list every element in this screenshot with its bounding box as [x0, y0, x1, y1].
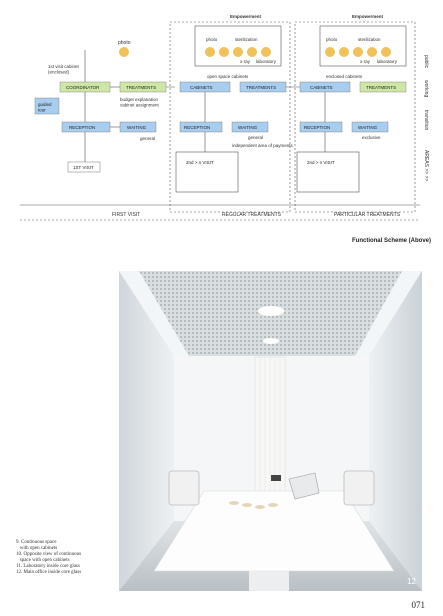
office-photo: 12 [119, 271, 422, 591]
column-first-visit: FIRST VISIT [112, 212, 140, 218]
caption-line: 10. Opposite view of continuous [16, 552, 82, 557]
regular-treatments-label: TREATMENTS [246, 85, 276, 90]
regular-general-label: general [248, 135, 263, 140]
particular-cabinets-label: CABINETS [310, 85, 333, 90]
photo-dot [119, 47, 129, 57]
regular-reception-label: RECEPTION [184, 125, 210, 130]
empowerment-label-2: Empowerment [352, 14, 384, 19]
caption-line: space with open cabinets [16, 558, 70, 563]
regular-sterilization-label: sterilization [235, 37, 258, 42]
waiting-box [119, 121, 157, 133]
column-particular: PARTICULAR TREATMENTS [334, 212, 401, 218]
page-number: 071 [411, 600, 426, 610]
regular-dot-2 [219, 47, 229, 57]
regular-laboratory-label: laboratory [256, 59, 277, 64]
scheme-caption: Functional Scheme (Above) [351, 238, 431, 244]
regular-cabinets-label: CABINETS [190, 85, 213, 90]
particular-reception-box [299, 121, 343, 133]
photo-captions: 9. Continuous space with open cabinets 1… [16, 540, 116, 576]
particular-laboratory-label: laboratory [377, 59, 398, 64]
functional-scheme-diagram: photo 1st visit cabinet(enclosed) COORDI… [20, 14, 429, 221]
side-label-public: public [423, 55, 429, 69]
waiting-label: WAITING [127, 125, 147, 130]
regular-dot-5 [261, 47, 271, 57]
photo-label: photo [118, 40, 131, 46]
photo-number: 12 [407, 577, 416, 586]
regular-photo-label: photo [206, 37, 218, 42]
caption-line: 11. Laboratory inside core glass [16, 564, 80, 569]
particular-dot-5 [381, 47, 391, 57]
enclosed-label: enclosed cabinets [326, 74, 363, 79]
particular-waiting-label: WAITING [358, 125, 378, 130]
caption-line: with open cabinets [16, 546, 58, 551]
guided-tour-box [34, 97, 60, 115]
regular-treatments-box [239, 81, 287, 93]
regular-dot-3 [233, 47, 243, 57]
particular-dot-2 [339, 47, 349, 57]
caption-line: 12. Main office inside core glass [16, 570, 82, 575]
independent-label: independent area of payments [232, 143, 294, 148]
first-visit-box [67, 161, 101, 173]
caption-line: 9. Continuous space [16, 540, 57, 545]
regular-cabinets-box [179, 81, 231, 93]
particular-cabinets-box [299, 81, 351, 93]
particular-treatments-label: TREATMENTS [366, 85, 396, 90]
column-regular: REGULAR TREATMENTS [222, 212, 282, 218]
exclusive-label: exclusive [362, 135, 381, 140]
cabinet-note: 1st visit cabinet(enclosed) [48, 64, 80, 75]
particular-photo-label: photo [326, 37, 338, 42]
particular-visit-label: 2nd > n VISIT [307, 160, 335, 165]
particular-dot-1 [325, 47, 335, 57]
regular-waiting-label: WAITING [238, 125, 258, 130]
coordinator-label: COORDINATOR [66, 85, 100, 90]
particular-dot-4 [367, 47, 377, 57]
office-photo-illustration [119, 271, 422, 591]
general-label: general [140, 136, 155, 141]
regular-dot-1 [205, 47, 215, 57]
regular-visit-label: 2nd > n VISIT [186, 160, 214, 165]
open-space-label: open space cabinets [207, 74, 249, 79]
treatments-box [119, 81, 167, 93]
empowerment-label-1: Empowerment [230, 14, 262, 19]
particular-sterilization-label: sterilization [358, 37, 381, 42]
first-visit-label: 1ST VISIT [73, 165, 94, 170]
particular-dot-3 [353, 47, 363, 57]
reception-label: RECEPTION [69, 125, 95, 130]
coordinator-box [59, 81, 111, 93]
side-label-working: working [423, 80, 429, 97]
regular-waiting-box [231, 121, 269, 133]
treatments-label: TREATMENTS [126, 85, 156, 90]
regular-xray-label: x-ray [240, 59, 251, 64]
particular-waiting-box [351, 121, 389, 133]
side-label-areas: AREAS >> >> [423, 150, 429, 181]
particular-treatments-box [359, 81, 407, 93]
particular-reception-label: RECEPTION [304, 125, 330, 130]
regular-reception-box [179, 121, 223, 133]
reception-box [61, 121, 111, 133]
regular-dot-4 [247, 47, 257, 57]
side-label-transition: transition [423, 110, 429, 131]
particular-xray-label: x-ray [360, 59, 371, 64]
